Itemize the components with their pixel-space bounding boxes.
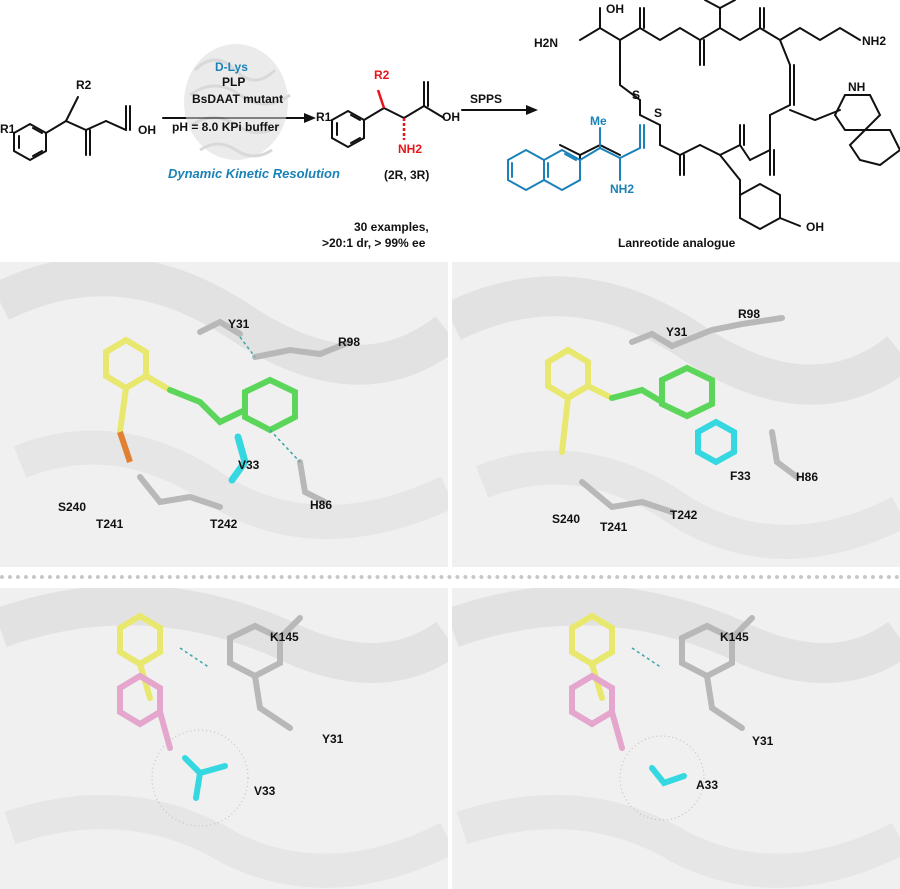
acid-label: OH [138, 123, 156, 137]
panel-a-structure [0, 262, 448, 539]
panel-c-residue-v33: V33 [254, 784, 276, 798]
lan-s-label-2: S [654, 106, 663, 120]
panel-b [452, 262, 900, 567]
lan-me-label: Me [590, 114, 607, 128]
spps-label: SPPS [470, 92, 503, 106]
target-label: Lanreotide analogue [618, 236, 736, 250]
substituent-r2-label: R2 [76, 78, 92, 92]
product-stereo-label: (2R, 3R) [384, 168, 430, 182]
condition-dlys: D-Lys [215, 60, 248, 74]
panel-c [0, 588, 448, 889]
condition-enzyme: BsDAAT mutant [192, 92, 284, 106]
enzyme-cartoon [184, 44, 291, 160]
lan-nh2-blue-label: NH2 [610, 182, 635, 196]
lan-nh2-label: NH2 [862, 34, 887, 48]
lan-nh-label: NH [848, 80, 866, 94]
reaction-scheme [13, 0, 900, 231]
panel-c-residue-y31: Y31 [322, 732, 344, 746]
panel-d-residue-k145: K145 [720, 630, 749, 644]
panel-b-residue-f33: F33 [730, 469, 751, 483]
substituent-r1-label: R1 [0, 122, 16, 136]
product-amine-label: NH2 [398, 142, 423, 156]
panel-divider [0, 575, 900, 579]
condition-buffer: pH = 8.0 KPi buffer [172, 120, 280, 134]
panel-a-residue-v33: V33 [238, 458, 260, 472]
panel-a [0, 262, 448, 567]
panel-d-structure [452, 588, 900, 888]
product-acid-label: OH [442, 110, 460, 124]
panel-d [452, 588, 900, 889]
product-r1-label: R1 [316, 110, 332, 124]
panel-b-residue-r98: R98 [738, 307, 761, 321]
panel-a-residue-y31: Y31 [228, 317, 250, 331]
panel-b-residue-y31: Y31 [666, 325, 688, 339]
condition-plp: PLP [222, 75, 246, 89]
scope-line-1: 30 examples, [354, 220, 429, 234]
panel-b-structure [452, 276, 900, 559]
panel-c-residue-k145: K145 [270, 630, 299, 644]
panel-a-residue-h86: H86 [310, 498, 333, 512]
product-r2-label: R2 [374, 68, 390, 82]
panel-a-residue-r98: R98 [338, 335, 361, 349]
panel-a-residue-s240: S240 [58, 500, 87, 514]
substrate-ring [13, 122, 47, 162]
scope-line-2: >20:1 dr, > 99% ee [322, 236, 426, 250]
panel-a-residue-t241: T241 [96, 517, 124, 531]
panel-b-residue-s240: S240 [552, 512, 581, 526]
panel-b-residue-t241: T241 [600, 520, 628, 534]
panel-c-structure [0, 588, 448, 888]
lan-oh-label: OH [606, 2, 624, 16]
panel-d-residue-a33: A33 [696, 778, 719, 792]
panel-d-residue-y31: Y31 [752, 734, 774, 748]
panel-b-residue-h86: H86 [796, 470, 819, 484]
panel-a-residue-t242: T242 [210, 517, 238, 531]
lan-oh-label-2: OH [806, 220, 824, 234]
panel-b-residue-t242: T242 [670, 508, 698, 522]
lan-s-label-1: S [632, 88, 641, 102]
method-label: Dynamic Kinetic Resolution [168, 166, 340, 181]
lan-h2n-label: H2N [534, 36, 559, 50]
